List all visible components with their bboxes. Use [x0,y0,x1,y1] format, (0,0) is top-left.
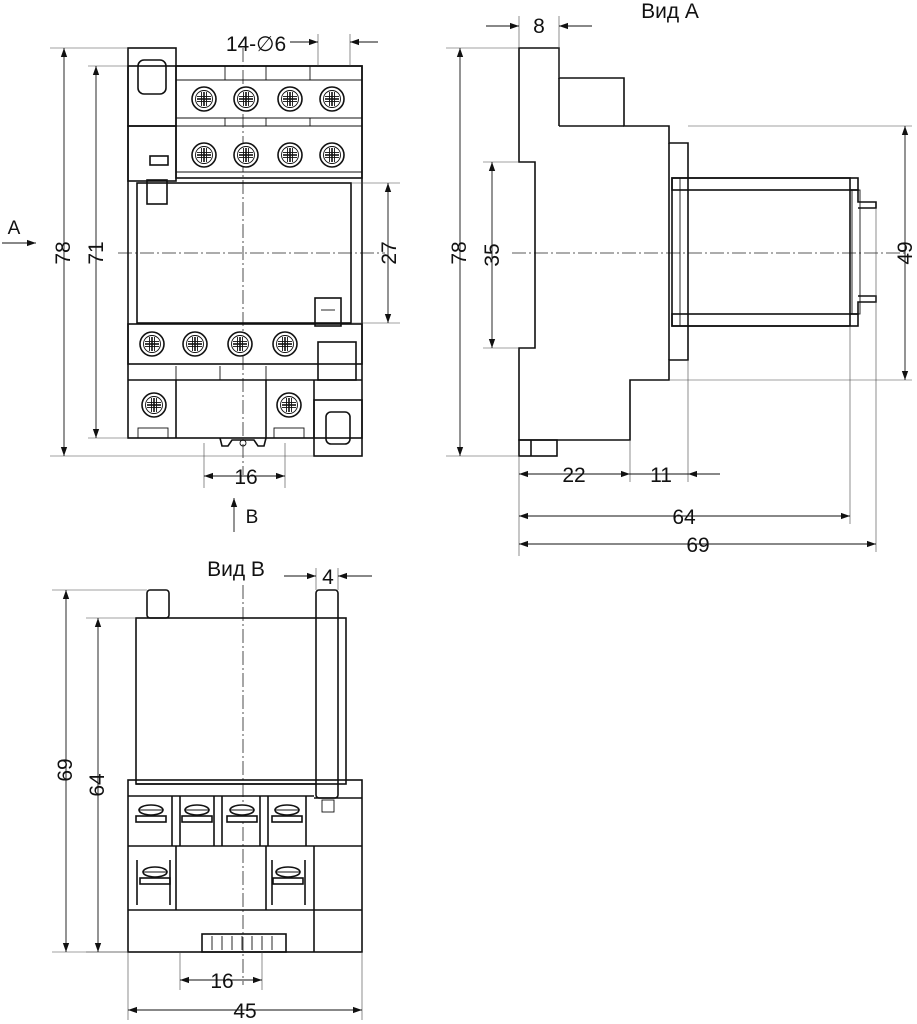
side-width-69-dim: 69 [686,534,709,557]
screw-icon [182,331,208,357]
side-view: Вид А [446,0,917,557]
bottom-clip-width-dim: 4 [322,566,334,589]
terminal-icon [139,866,171,885]
terminal-icon [135,804,167,823]
bottom-view: Вид В [52,558,372,1023]
view-arrow-a-label: A [8,218,21,239]
side-rail-height-dim: 35 [481,243,504,266]
screw-icon [141,392,167,418]
front-pitch-dim: 16 [234,466,257,489]
bottom-height-inner-dim: 64 [86,773,109,797]
screw-icon [191,86,217,112]
bottom-top-terminals [135,804,303,823]
screw-icon [227,331,253,357]
screw-icon [277,86,303,112]
side-base-width-dim: 22 [562,464,585,487]
front-relay-height-dim: 27 [378,241,401,264]
terminal-icon [271,804,303,823]
screw-icon [276,392,302,418]
bottom-lower-terminals [136,860,306,905]
bottom-width-total-dim: 45 [233,1000,256,1023]
screw-icon [233,86,259,112]
side-height-total-dim: 78 [448,241,471,264]
front-view: 14-∅6 78 71 27 16 A B [2,33,401,532]
terminal-icon [226,804,258,823]
screw-icon [272,331,298,357]
side-top-width-dim: 8 [533,15,545,38]
bottom-height-total-dim: 69 [54,758,77,781]
front-mid-screws [139,331,298,357]
side-relay-height-dim: 49 [894,241,917,264]
screw-icon [191,142,217,168]
view-b-title: Вид В [207,558,265,581]
front-height-total-dim: 78 [52,241,75,264]
terminal-icon [181,804,213,823]
front-bottom-screws [141,392,302,418]
side-width-64-dim: 64 [672,506,696,529]
side-step-width-dim: 11 [650,464,672,487]
view-a-title: Вид А [641,0,699,23]
screw-icon [233,142,259,168]
screw-icon [319,86,345,112]
bottom-pitch-dim: 16 [210,970,233,993]
screw-icon [139,331,165,357]
front-height-inner-dim: 71 [85,241,108,264]
front-hole-dim: 14-∅6 [226,33,286,56]
screw-icon [277,142,303,168]
view-arrow-b-label: B [246,507,259,528]
screw-icon [319,142,345,168]
terminal-icon [272,866,304,885]
front-top-screws [191,86,345,168]
